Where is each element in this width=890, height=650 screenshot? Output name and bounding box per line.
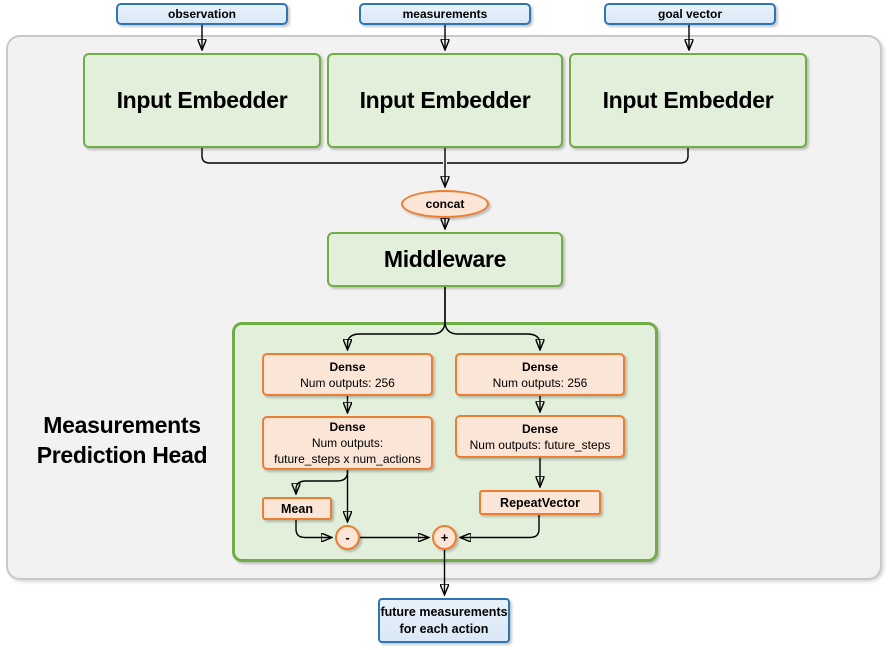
dense-expectation-1: Dense Num outputs: 256 — [455, 353, 625, 396]
dense-expectation-1-title: Dense — [521, 359, 559, 374]
dense-expectation-2-outputs: Num outputs: future_steps — [469, 437, 611, 452]
dense-expectation-1-outputs: Num outputs: 256 — [492, 375, 588, 390]
mean-node: Mean — [262, 497, 332, 520]
input-box-goal-vector: goal vector — [604, 3, 776, 25]
input-embedder-observation: Input Embedder — [83, 53, 321, 148]
dense-action-2: Dense Num outputs: future_steps x num_ac… — [262, 416, 433, 470]
middleware-node: Middleware — [327, 232, 563, 287]
plus-node: + — [432, 525, 457, 550]
input-embedder-goal-vector: Input Embedder — [569, 53, 807, 148]
minus-node: - — [335, 525, 360, 550]
dense-action-2-outputs: Num outputs: future_steps x num_actions — [274, 436, 421, 466]
input-box-measurements: measurements — [359, 3, 531, 25]
dense-action-1-outputs: Num outputs: 256 — [300, 375, 395, 390]
repeat-vector-node: RepeatVector — [479, 490, 601, 515]
dense-action-1: Dense Num outputs: 256 — [262, 353, 433, 396]
input-embedder-measurements: Input Embedder — [327, 53, 563, 148]
dense-expectation-2: Dense Num outputs: future_steps — [455, 415, 625, 458]
dense-action-2-title: Dense — [329, 420, 366, 434]
dense-action-1-title: Dense — [329, 359, 366, 374]
input-box-observation: observation — [116, 3, 288, 25]
concat-node: concat — [401, 190, 489, 218]
output-box-future-measurements: future measurements for each action — [378, 598, 510, 643]
prediction-head-title: Measurements Prediction Head — [36, 412, 208, 468]
dense-expectation-2-title: Dense — [521, 421, 559, 436]
